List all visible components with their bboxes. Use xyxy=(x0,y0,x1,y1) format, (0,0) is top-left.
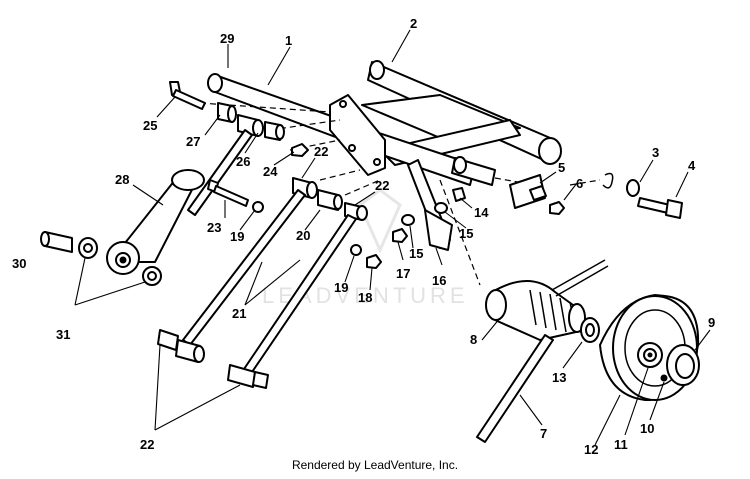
pin-30 xyxy=(40,231,73,253)
callout-18: 18 xyxy=(358,290,372,305)
callout-26: 26 xyxy=(236,154,250,169)
callout-16: 16 xyxy=(432,273,446,288)
callout-6: 6 xyxy=(576,176,583,191)
callout-17: 17 xyxy=(396,266,410,281)
callout-25: 25 xyxy=(143,118,157,133)
washer-13 xyxy=(580,317,600,343)
clip xyxy=(602,172,614,189)
callout-21: 21 xyxy=(232,306,246,321)
callout-9: 9 xyxy=(708,315,715,330)
shock-absorber-28 xyxy=(106,129,253,275)
callout-23: 23 xyxy=(207,220,221,235)
callout-30: 30 xyxy=(12,256,26,271)
washer-19 xyxy=(252,201,264,213)
snap-ring-10 xyxy=(660,374,668,382)
callout-28: 28 xyxy=(115,172,129,187)
nut-17 xyxy=(392,228,408,243)
washer-15a xyxy=(401,214,415,226)
nut-18 xyxy=(366,254,382,269)
rendered-by-footer: Rendered by LeadVenture, Inc. xyxy=(291,458,459,472)
washer-15b xyxy=(434,202,448,214)
callout-27: 27 xyxy=(186,134,200,149)
callout-14: 14 xyxy=(474,205,489,220)
spring-arm-7 xyxy=(476,334,554,443)
callout-10: 10 xyxy=(640,421,654,436)
callout-15b: 15 xyxy=(409,246,423,261)
callout-20: 20 xyxy=(296,228,310,243)
swing-arm-frame xyxy=(207,60,562,251)
callout-24: 24 xyxy=(263,164,278,179)
cap-9 xyxy=(666,344,700,386)
bracket-5 xyxy=(509,174,547,209)
bushings-26 xyxy=(237,114,285,141)
callout-15a: 15 xyxy=(459,226,473,241)
callout-11: 11 xyxy=(614,437,628,452)
callout-22c: 22 xyxy=(140,437,154,452)
callout-3: 3 xyxy=(652,145,659,160)
nut-24 xyxy=(291,143,309,157)
callout-2: 2 xyxy=(410,16,417,31)
callout-29: 29 xyxy=(220,31,234,46)
washer-19b xyxy=(350,244,362,256)
bolt-23 xyxy=(207,179,249,207)
callout-8: 8 xyxy=(470,332,477,347)
callout-19a: 19 xyxy=(230,229,244,244)
callout-1: 1 xyxy=(285,33,292,48)
spacer-20 xyxy=(317,189,343,211)
callouts: 1 2 3 4 5 6 7 8 9 10 11 12 13 14 15 15 1… xyxy=(12,16,715,457)
callout-12: 12 xyxy=(584,442,598,457)
callout-7: 7 xyxy=(540,426,547,441)
callout-22b: 22 xyxy=(375,178,389,193)
callout-4: 4 xyxy=(688,158,696,173)
bushings-22-lower xyxy=(157,329,269,389)
callout-31: 31 xyxy=(56,327,70,342)
spacer-27 xyxy=(217,102,237,123)
nut-6 xyxy=(549,201,565,215)
washer-3 xyxy=(626,179,640,197)
callout-13: 13 xyxy=(552,370,566,385)
bolt-4 xyxy=(637,197,683,219)
callout-22a: 22 xyxy=(314,144,328,159)
callout-19b: 19 xyxy=(334,280,348,295)
bolt-14 xyxy=(452,187,466,202)
leader-lines xyxy=(74,29,711,446)
bushings-31 xyxy=(78,237,162,286)
bearing-11 xyxy=(637,342,663,368)
callout-5: 5 xyxy=(558,160,565,175)
bolt-25 xyxy=(169,81,206,110)
